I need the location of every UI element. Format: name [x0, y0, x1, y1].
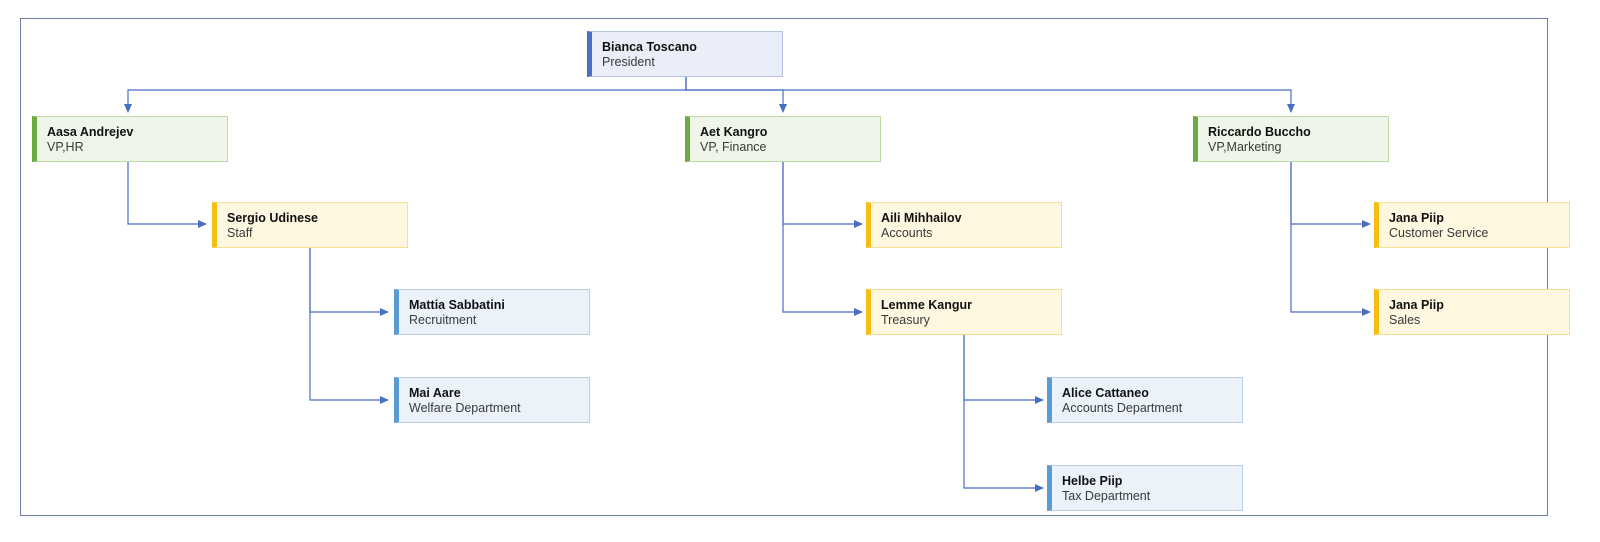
- node-mkt-customer-service[interactable]: Jana Piip Customer Service: [1374, 202, 1570, 248]
- node-mkt-sales[interactable]: Jana Piip Sales: [1374, 289, 1570, 335]
- node-role: VP,HR: [47, 140, 84, 154]
- connector-marketing-customer-service: [1290, 162, 1371, 228]
- node-role: Accounts Department: [1062, 401, 1183, 415]
- node-vp-finance[interactable]: Aet Kangro VP, Finance: [685, 116, 881, 162]
- node-name: Riccardo Buccho: [1208, 125, 1311, 139]
- node-name: Aili Mihhailov: [881, 211, 962, 225]
- diagram-frame: [20, 18, 1548, 516]
- node-president[interactable]: Bianca Toscano President: [587, 31, 783, 77]
- connector-finance-accounts: [782, 162, 863, 228]
- connector-treasury-tax: [963, 334, 1044, 492]
- node-role: Treasury: [881, 313, 930, 327]
- node-role: President: [602, 55, 655, 69]
- node-fin-accounts-dept[interactable]: Alice Cattaneo Accounts Department: [1047, 377, 1243, 423]
- connector-finance-treasury: [782, 162, 863, 316]
- node-role: Customer Service: [1389, 226, 1489, 240]
- node-role: Sales: [1389, 313, 1421, 327]
- node-name: Bianca Toscano: [602, 40, 697, 54]
- node-name: Sergio Udinese: [227, 211, 318, 225]
- node-fin-accounts[interactable]: Aili Mihhailov Accounts: [866, 202, 1062, 248]
- node-role: VP, Finance: [700, 140, 767, 154]
- node-hr-welfare[interactable]: Mai Aare Welfare Department: [394, 377, 590, 423]
- node-hr-recruitment[interactable]: Mattia Sabbatini Recruitment: [394, 289, 590, 335]
- node-fin-tax[interactable]: Helbe Piip Tax Department: [1047, 465, 1243, 511]
- connector-president-hr: [124, 77, 687, 113]
- connector-marketing-sales: [1290, 162, 1371, 316]
- connector-president-finance: [685, 77, 787, 113]
- node-role: Recruitment: [409, 313, 477, 327]
- node-name: Jana Piip: [1389, 211, 1444, 225]
- node-name: Mattia Sabbatini: [409, 298, 505, 312]
- node-vp-hr[interactable]: Aasa Andrejev VP,HR: [32, 116, 228, 162]
- node-vp-marketing[interactable]: Riccardo Buccho VP,Marketing: [1193, 116, 1389, 162]
- node-role: Staff: [227, 226, 253, 240]
- connector-staff-welfare: [309, 248, 389, 404]
- connector-president-marketing: [685, 77, 1295, 113]
- node-role: Accounts: [881, 226, 933, 240]
- connector-staff-recruitment: [309, 248, 389, 316]
- node-name: Mai Aare: [409, 386, 461, 400]
- node-name: Lemme Kangur: [881, 298, 972, 312]
- node-name: Helbe Piip: [1062, 474, 1123, 488]
- node-name: Aasa Andrejev: [47, 125, 134, 139]
- connector-hr-staff: [127, 162, 207, 228]
- node-role: Welfare Department: [409, 401, 521, 415]
- node-fin-treasury[interactable]: Lemme Kangur Treasury: [866, 289, 1062, 335]
- node-name: Alice Cattaneo: [1062, 386, 1149, 400]
- node-name: Jana Piip: [1389, 298, 1444, 312]
- node-role: Tax Department: [1062, 489, 1151, 503]
- node-name: Aet Kangro: [700, 125, 768, 139]
- node-role: VP,Marketing: [1208, 140, 1282, 154]
- node-hr-staff[interactable]: Sergio Udinese Staff: [212, 202, 408, 248]
- connector-treasury-accounts-dept: [963, 334, 1044, 404]
